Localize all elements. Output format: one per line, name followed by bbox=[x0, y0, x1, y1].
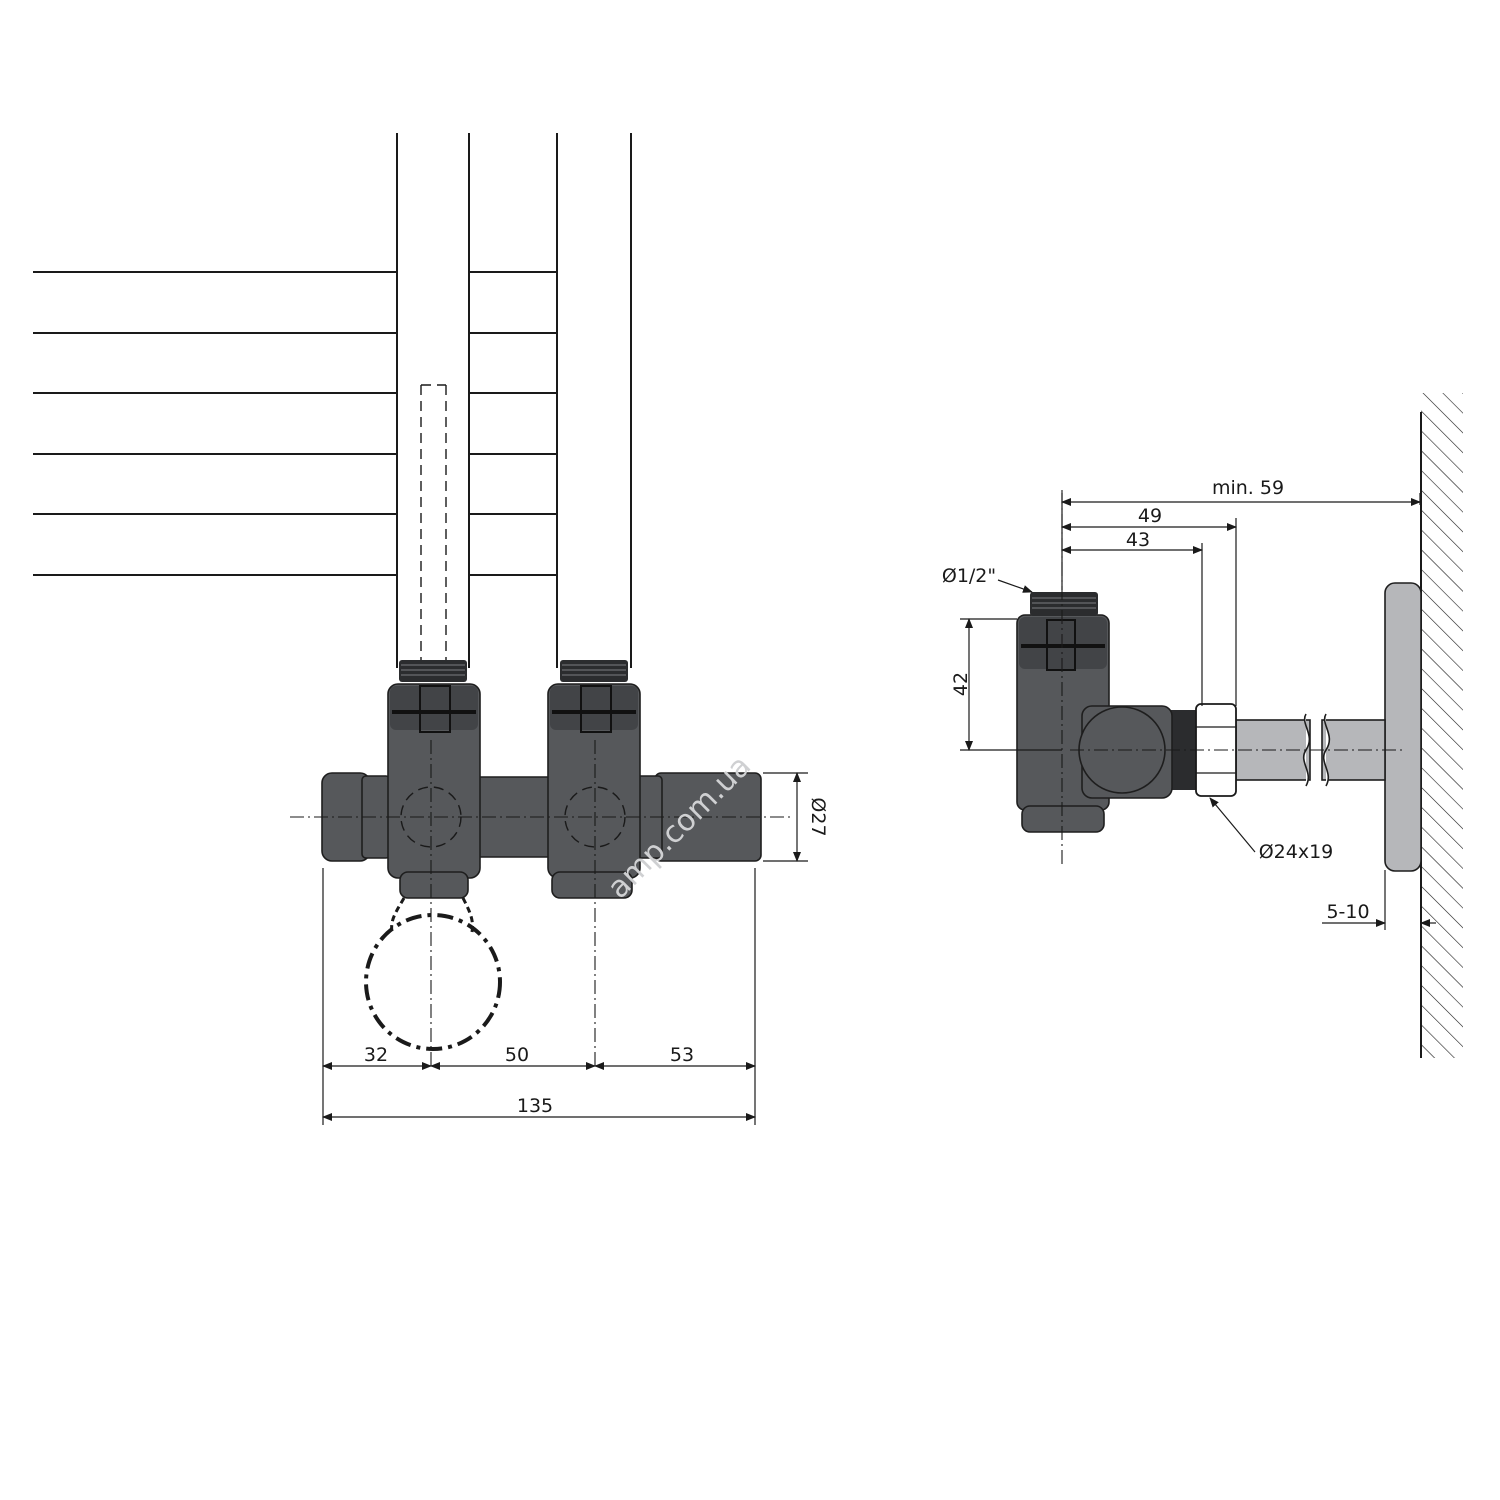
dim-42: 42 bbox=[950, 672, 972, 696]
front-view: 32 50 53 135 Ø27 amp.com.ua bbox=[33, 133, 829, 1125]
dim-diameter-27: Ø27 bbox=[807, 797, 829, 836]
front-dimensions bbox=[322, 772, 808, 1125]
radiator-pipes bbox=[396, 133, 632, 668]
dim-wall-gap: 5-10 bbox=[1326, 901, 1369, 923]
side-dimensions bbox=[960, 493, 1436, 930]
dim-50: 50 bbox=[505, 1044, 529, 1066]
wall bbox=[1420, 393, 1463, 1058]
dim-53: 53 bbox=[670, 1044, 694, 1066]
dim-thread-half-inch: Ø1/2" bbox=[942, 565, 996, 587]
handle-clearance-circle bbox=[364, 897, 502, 1051]
wall-rosette bbox=[1384, 582, 1422, 872]
center-lines bbox=[290, 740, 790, 1070]
dim-43: 43 bbox=[1126, 529, 1150, 551]
thread-nipples bbox=[399, 660, 628, 682]
dim-32: 32 bbox=[364, 1044, 388, 1066]
dim-135: 135 bbox=[517, 1095, 553, 1117]
valve-body-side bbox=[1016, 592, 1173, 833]
dim-pipe-24x19: Ø24x19 bbox=[1259, 841, 1334, 863]
side-view: min. 59 49 43 Ø1/2" 42 Ø24x19 5-10 bbox=[942, 393, 1463, 1058]
dim-min-59: min. 59 bbox=[1212, 477, 1284, 499]
radiator-bars bbox=[33, 271, 557, 576]
dim-49: 49 bbox=[1138, 505, 1162, 527]
